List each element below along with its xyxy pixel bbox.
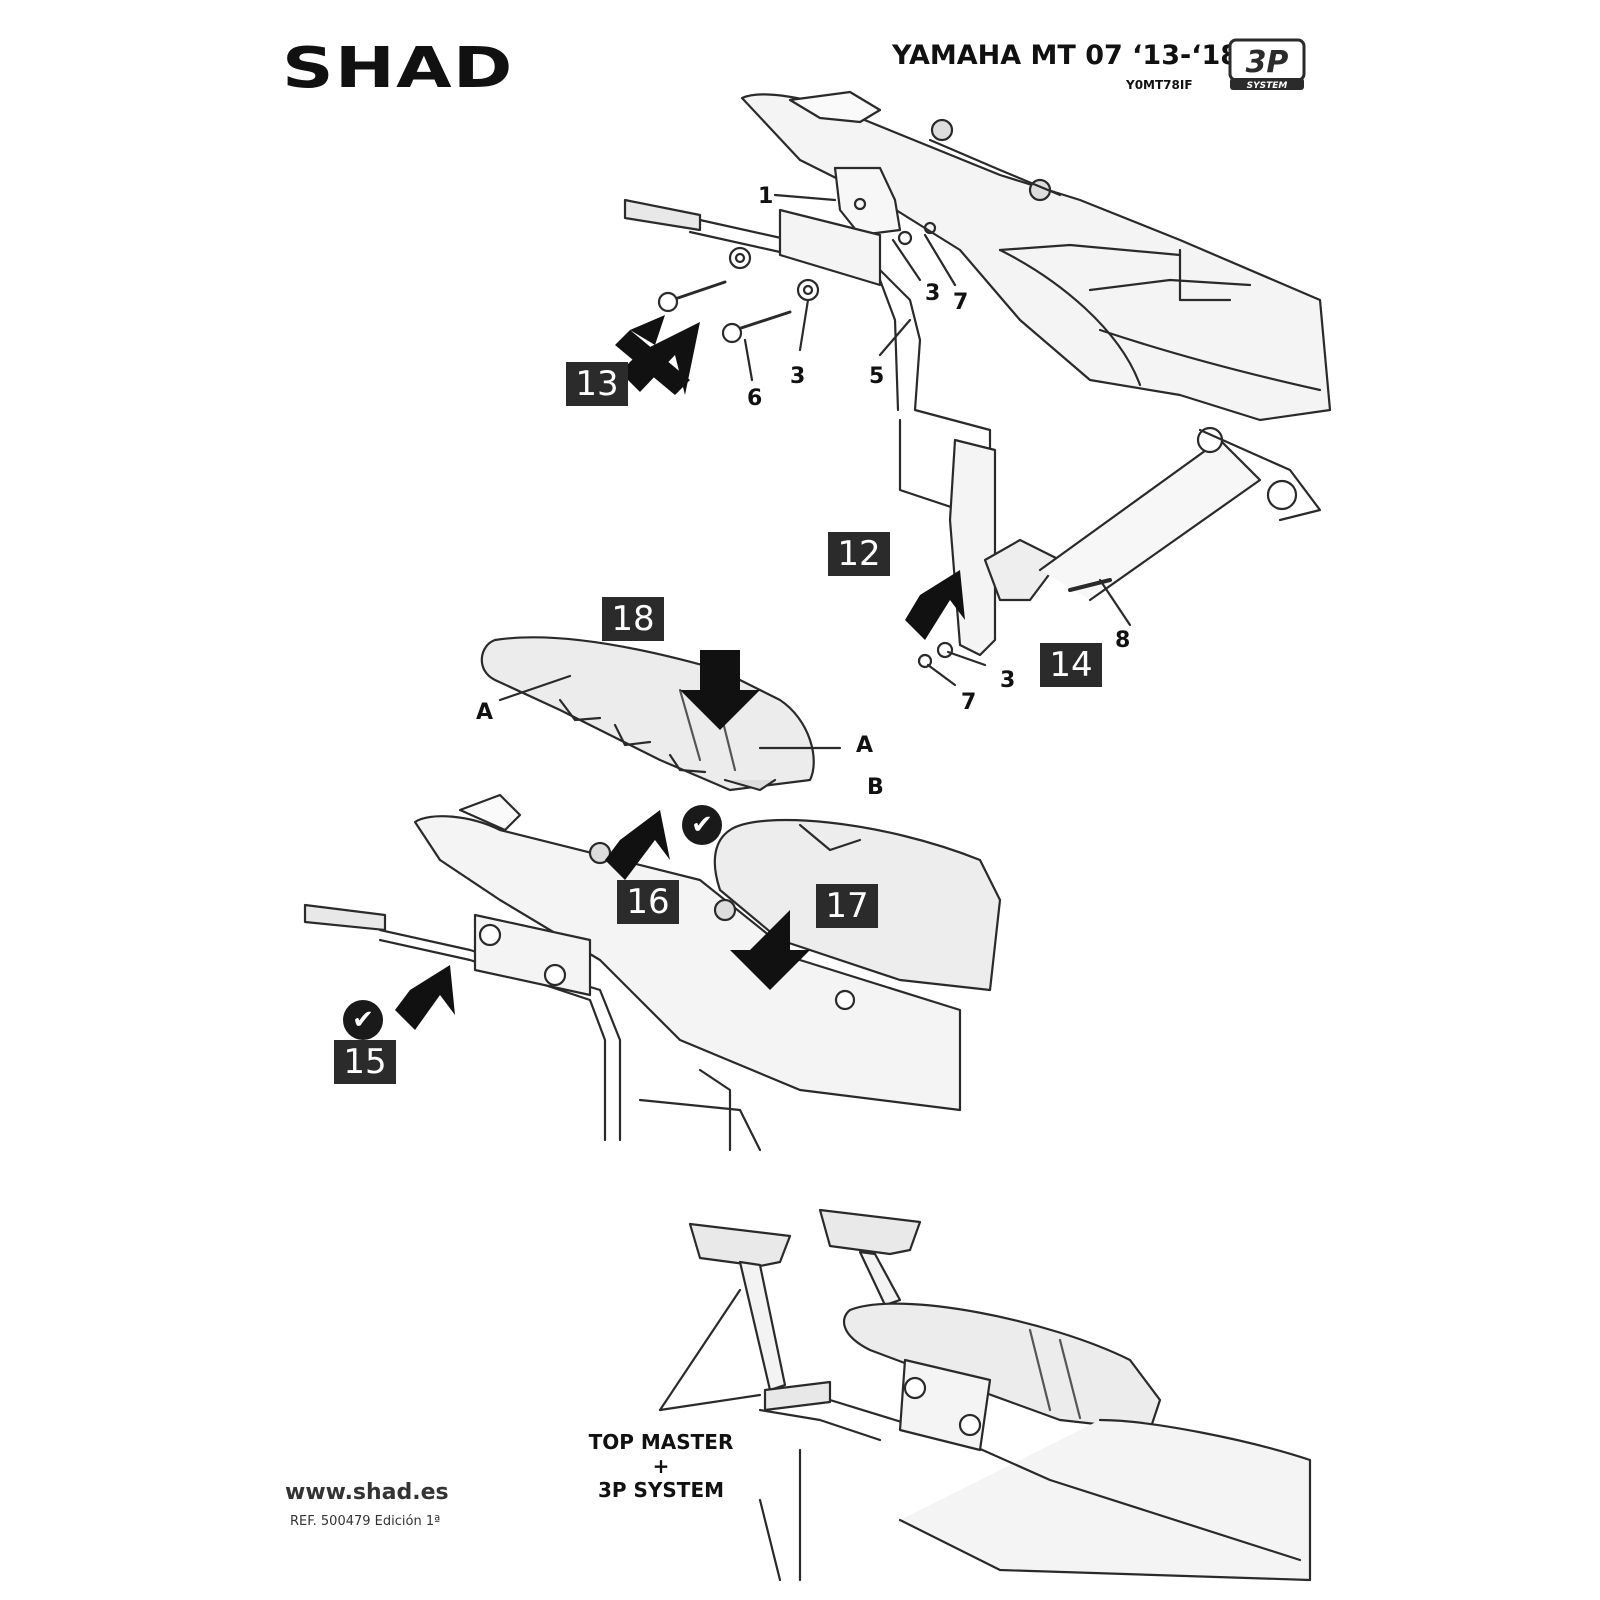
seat-label-a: A — [476, 700, 494, 725]
top-master-caption: TOP MASTER + 3P SYSTEM — [586, 1430, 736, 1502]
part-label-7: 7 — [961, 690, 977, 715]
caption-line-1: TOP MASTER — [588, 1430, 734, 1454]
badge-sub-text: SYSTEM — [1247, 81, 1288, 91]
step-box-17: 17 — [816, 884, 878, 928]
step-box-13: 13 — [566, 362, 628, 406]
top-tail-drawing — [623, 90, 1332, 687]
3p-system-badge-icon: 3P SYSTEM — [1228, 38, 1306, 91]
step-box-12: 12 — [828, 532, 890, 576]
part-label-3: 3 — [790, 364, 806, 389]
badge-main-text: 3P — [1246, 45, 1289, 80]
kit-code: Y0MT78IF — [1126, 78, 1193, 92]
instruction-arrows — [395, 315, 965, 1030]
step-box-16: 16 — [617, 880, 679, 924]
step-box-18: 18 — [602, 597, 664, 641]
caption-line-2: + — [652, 1454, 670, 1478]
step-box-14: 14 — [1040, 643, 1102, 687]
check-icon: ✔ — [343, 1000, 383, 1040]
reference-number: REF. 500479 Edición 1ª — [290, 1514, 441, 1529]
part-label-8: 8 — [1115, 628, 1131, 653]
part-label-6: 6 — [747, 386, 763, 411]
part-label-5: 5 — [869, 364, 885, 389]
check-icon: ✔ — [682, 805, 722, 845]
caption-line-3: 3P SYSTEM — [597, 1478, 725, 1502]
rack-install-drawing — [303, 793, 1002, 1152]
seat-label-a: A — [856, 733, 874, 758]
part-label-3: 3 — [1000, 668, 1016, 693]
brand-logo: SHAD — [282, 36, 514, 101]
part-label-1: 1 — [758, 184, 774, 209]
website-link[interactable]: www.shad.es — [285, 1480, 449, 1505]
step-box-15: 15 — [334, 1040, 396, 1084]
model-title: YAMAHA MT 07 ‘13-‘18 — [892, 40, 1240, 71]
part-label-3: 3 — [925, 281, 941, 306]
seat-label-b: B — [867, 775, 884, 800]
top-master-drawing — [658, 1208, 1312, 1582]
part-label-7: 7 — [953, 290, 969, 315]
seat-drawing — [480, 636, 842, 792]
